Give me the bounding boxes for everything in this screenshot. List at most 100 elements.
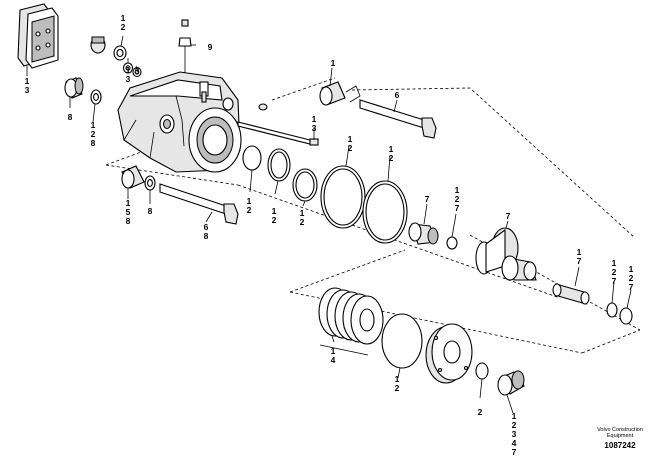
brake-pad-icon <box>17 3 59 69</box>
callout-digit: 6 <box>395 90 400 100</box>
callout-digit: 2 <box>629 273 634 283</box>
callout-digit: 4 <box>331 355 336 365</box>
assembly-outline-upper <box>105 77 636 299</box>
callout-bleed-screw: 9 <box>208 42 213 52</box>
callout-digit: 2 <box>389 153 394 163</box>
footer-brand-line1: Volvo Construction <box>597 427 643 433</box>
washer-bottom-icon <box>475 362 489 380</box>
callout-digit: 1 <box>300 208 305 218</box>
ring-right-a-icon <box>606 302 618 318</box>
clip-top-icon <box>345 85 361 103</box>
callout-digit: 8 <box>204 231 209 241</box>
callout-digit: 4 <box>512 438 517 448</box>
callout-digit: 2 <box>247 205 252 215</box>
pin-icon <box>552 283 590 305</box>
callout-digit: 3 <box>312 123 317 133</box>
callout-digit: 3 <box>126 74 131 84</box>
cap-bottom-icon <box>497 370 525 396</box>
callout-digit: 2 <box>478 407 483 417</box>
callout-digit: 1 <box>577 247 582 257</box>
callout-digit: 7 <box>506 211 511 221</box>
callout-digit: 2 <box>512 420 517 430</box>
callout-digit: 7 <box>577 256 582 266</box>
callout-digit: 2 <box>272 215 277 225</box>
callout-digit: 1 <box>331 58 336 68</box>
seal-small-icon <box>242 145 262 171</box>
leader-lines <box>26 35 632 414</box>
ring-large-a-icon <box>320 165 366 229</box>
callout-digit: 9 <box>208 42 213 52</box>
callout-long-bolt-top: 6 <box>395 90 400 100</box>
diagram-code: 1087242 <box>604 441 636 450</box>
callout-guide-bush-top: 1 <box>331 58 336 68</box>
callout-digit: 1 <box>455 185 460 195</box>
callout-digit: 8 <box>91 138 96 148</box>
callout-digit: 5 <box>126 207 131 217</box>
callout-digit: 1 <box>612 258 617 268</box>
callout-digit: 1 <box>91 120 96 130</box>
callout-cap-left: 8 <box>68 112 73 122</box>
callout-digit: 1 <box>25 76 30 86</box>
callout-digit: 7 <box>425 194 430 204</box>
callout-digit: 2 <box>348 143 353 153</box>
callout-digit: 7 <box>612 276 617 286</box>
callout-digit: 1 <box>121 13 126 23</box>
caliper-housing-icon <box>117 71 242 173</box>
callout-digit: 1 <box>389 144 394 154</box>
callout-digit: 2 <box>91 129 96 139</box>
bolt-lower-icon <box>159 183 239 225</box>
callout-small-washer-b: 3 <box>135 66 140 76</box>
callout-digit: 2 <box>455 194 460 204</box>
ring-a-icon <box>267 148 291 182</box>
callout-digit: 2 <box>121 22 126 32</box>
callout-digit: 7 <box>455 203 460 213</box>
cap-left-icon <box>64 77 84 99</box>
callout-digit: 1 <box>395 374 400 384</box>
ring-b-icon <box>292 168 318 202</box>
piston-bottom-icon <box>425 323 473 384</box>
callout-digit: 3 <box>512 429 517 439</box>
washer-mid-icon <box>446 236 458 250</box>
callout-digit: 3 <box>25 85 30 95</box>
callout-piston-large: 7 <box>506 211 511 221</box>
callout-digit: 2 <box>612 267 617 277</box>
plug-washer-icon <box>113 45 127 61</box>
callout-washer-lower: 8 <box>148 206 153 216</box>
long-bolt-top-icon <box>359 99 437 139</box>
bush-lower-icon <box>121 165 145 189</box>
callout-digit: 1 <box>126 198 131 208</box>
callout-digit: 1 <box>512 411 517 421</box>
assembly-outline-lower <box>289 234 641 354</box>
callout-digit: 7 <box>629 282 634 292</box>
callout-digit: 1 <box>126 65 131 75</box>
callout-digit: 1 <box>331 346 336 356</box>
washer-lower-icon <box>144 175 156 191</box>
plug-icon <box>90 36 106 54</box>
callout-digit: 1 <box>312 114 317 124</box>
footer-brand-line2: Equipment <box>607 433 634 439</box>
piston-large-icon <box>475 227 537 281</box>
callout-digit: 6 <box>204 222 209 232</box>
ring-right-b-icon <box>619 307 633 325</box>
disc-icon <box>381 313 423 369</box>
callout-digit: 8 <box>126 216 131 226</box>
piston-small-icon <box>408 222 439 245</box>
